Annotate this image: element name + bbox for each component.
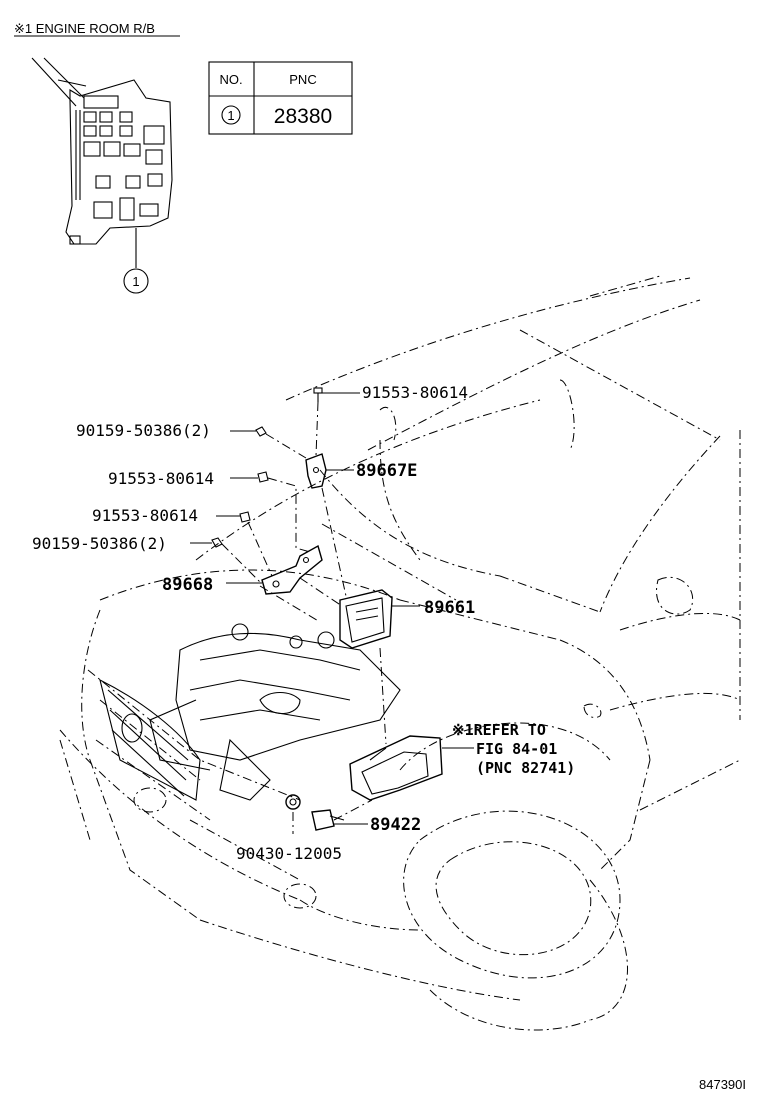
label-89667e: 89667E [356, 461, 417, 481]
table-row-pnc: 28380 [274, 105, 332, 128]
relay-box-84-01 [349, 735, 443, 801]
label-91553-80614-top: 91553-80614 [362, 383, 468, 402]
bolt-91553-top [313, 387, 323, 402]
installation-guides [221, 401, 457, 834]
bolt-91553-mid [257, 471, 269, 483]
label-90159-50386-top: 90159-50386(2) [76, 421, 211, 440]
label-90430-12005: 90430-12005 [236, 844, 342, 863]
figure-id: 847390I [699, 1077, 746, 1092]
table-row-no: 1 [227, 108, 234, 123]
label-91553-80614-mid: 91553-80614 [108, 469, 214, 488]
leader-lines [190, 392, 474, 825]
sensor-89422 [311, 809, 345, 831]
label-89422: 89422 [370, 815, 421, 835]
label-89668: 89668 [162, 575, 213, 595]
vehicle-body-outline [59, 275, 741, 1031]
label-89661: 89661 [424, 598, 475, 618]
bolt-91553-low [239, 511, 251, 523]
table-header-pnc: PNC [289, 72, 316, 87]
callout-circle-label: 1 [132, 274, 139, 289]
ecu-89661 [339, 589, 393, 649]
refer-line-3: (PNC 82741) [476, 759, 575, 777]
label-91553-80614-low: 91553-80614 [92, 506, 198, 525]
bracket-89667e [305, 453, 327, 489]
screw-90159-low [211, 537, 223, 548]
engine-room-note: ※1 ENGINE ROOM R/B [14, 21, 155, 36]
bracket-89668 [261, 544, 323, 595]
refer-line-1: ※1REFER TO [452, 721, 546, 739]
gasket-90430 [285, 794, 301, 810]
relay-block-icon [31, 57, 173, 268]
screw-90159-top [255, 426, 267, 437]
callout-circle-1 [123, 268, 149, 294]
engine-bay [99, 623, 401, 801]
label-90159-50386-low: 90159-50386(2) [32, 534, 167, 553]
refer-line-2: FIG 84-01 [476, 740, 557, 758]
pnc-table: NO. PNC 1 28380 [208, 61, 353, 135]
table-header-no: NO. [219, 72, 242, 87]
